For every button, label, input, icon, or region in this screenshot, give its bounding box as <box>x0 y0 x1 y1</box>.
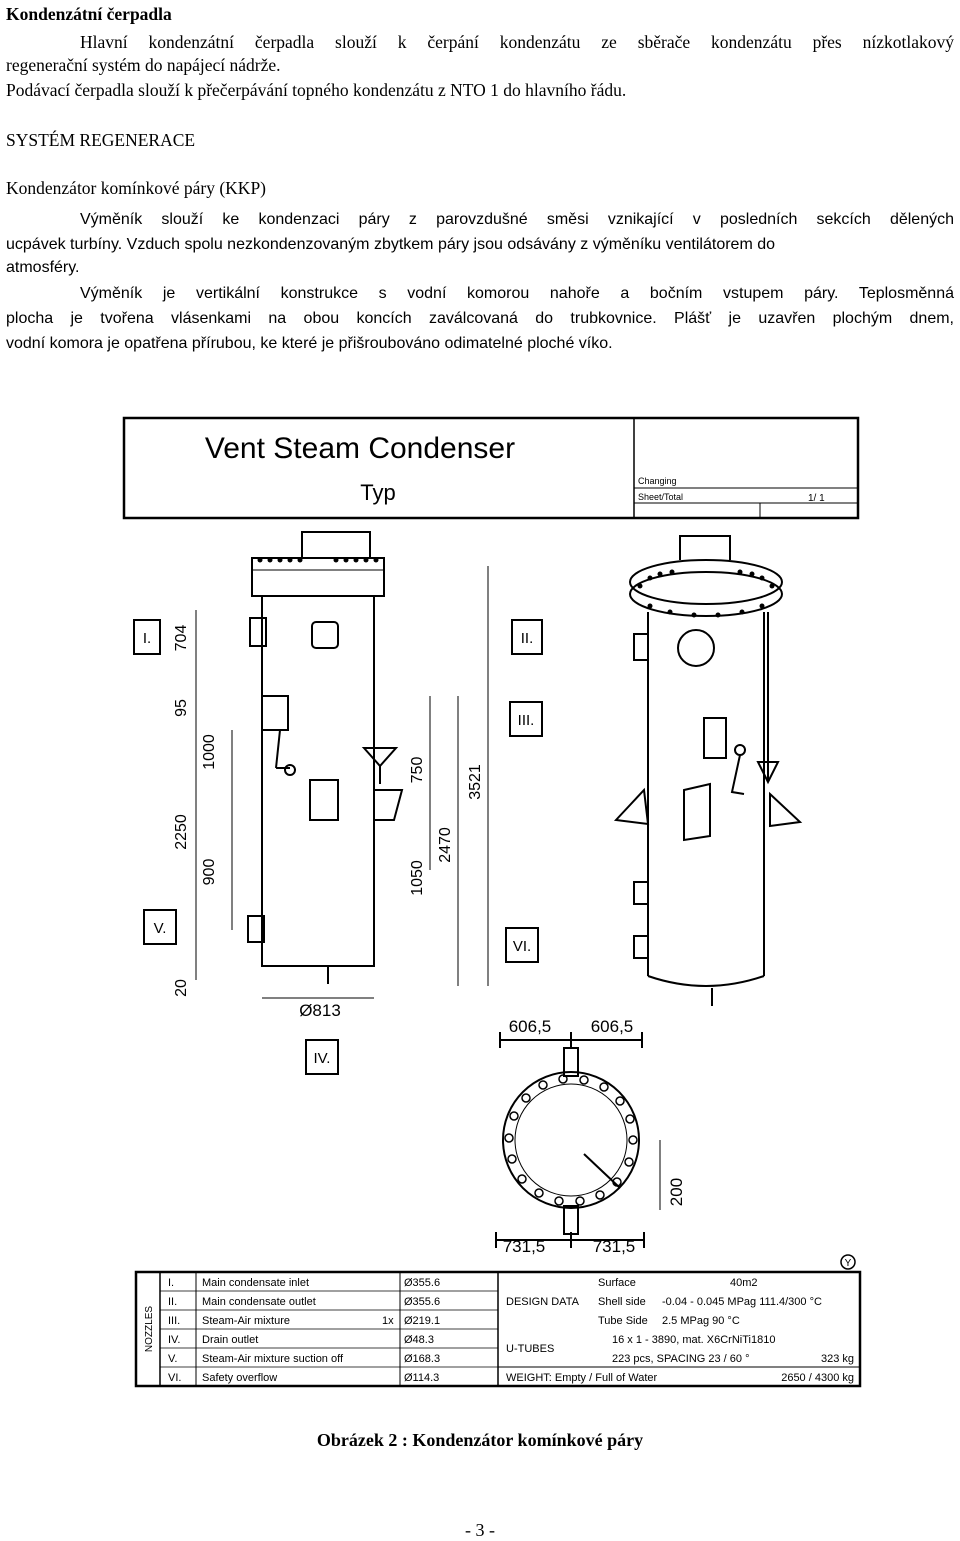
vent-steam-condenser-drawing: Vent Steam Condenser Typ Changing Sheet/… <box>122 416 862 1388</box>
u-tubes-weight: 323 kg <box>821 1353 854 1365</box>
subheading-kkp: Kondenzátor komínkové páry (KKP) <box>6 178 267 198</box>
dim-top-right: 606,5 <box>591 1017 634 1036</box>
nozzle-name: Steam-Air mixture <box>202 1315 290 1327</box>
dim-diameter: Ø813 <box>299 1001 341 1020</box>
dim-750: 750 <box>409 757 426 784</box>
marker-II: II. <box>521 630 534 647</box>
left-vessel-view <box>195 531 489 999</box>
right-vessel-view <box>613 535 803 1006</box>
paragraph-line: plocha je tvořena vlásenkami na obou kon… <box>6 310 954 327</box>
nozzle-name: Safety overflow <box>202 1372 277 1384</box>
shell-side-label: Shell side <box>598 1296 646 1308</box>
heading-system-regenerace: SYSTÉM REGENERACE <box>6 130 196 150</box>
nozzles-label: NOZZLES <box>144 1306 155 1352</box>
nozzle-id: V. <box>168 1353 177 1365</box>
dim-bottom-left: 731,5 <box>503 1237 546 1256</box>
nozzle-size: Ø168.3 <box>404 1353 440 1365</box>
nozzle-rows: I. Main condensate inlet Ø355.6 II. Main… <box>168 1277 440 1384</box>
marker-IV: IV. <box>314 1050 331 1067</box>
nozzle-size: Ø355.6 <box>404 1296 440 1308</box>
drawing-subtitle: Typ <box>360 480 395 505</box>
nozzle-qty: 1x <box>382 1315 394 1327</box>
nozzle-id: III. <box>168 1315 180 1327</box>
symbol-y: Y <box>845 1258 852 1269</box>
nozzle-size: Ø48.3 <box>404 1334 434 1346</box>
right-vessel-flange-bolts <box>637 569 775 618</box>
nozzle-id: II. <box>168 1296 177 1308</box>
dim-top-left: 606,5 <box>509 1017 552 1036</box>
dim-2250: 2250 <box>173 814 190 850</box>
dim-3521: 3521 <box>467 764 484 800</box>
drawing-title: Vent Steam Condenser <box>205 432 515 465</box>
marker-V: V. <box>154 920 167 937</box>
paragraph-line: regenerační systém do napájecí nádrže. <box>6 55 281 75</box>
flange-top-view <box>495 1032 661 1248</box>
nozzle-size: Ø219.1 <box>404 1315 440 1327</box>
nozzle-name: Main condensate inlet <box>202 1277 309 1289</box>
sheet-value: 1/ 1 <box>808 493 825 504</box>
marker-I: I. <box>143 630 151 647</box>
changing-label: Changing <box>638 476 677 486</box>
dim-1000: 1000 <box>201 734 218 770</box>
u-tubes-label: U-TUBES <box>506 1343 554 1355</box>
dim-20: 20 <box>173 979 190 997</box>
nozzle-id: I. <box>168 1277 174 1289</box>
dim-704: 704 <box>173 625 190 652</box>
tube-side-value: 2.5 MPag 90 °C <box>662 1315 740 1327</box>
u-tubes-value: 16 x 1 - 3890, mat. X6CrNiTi1810 <box>612 1334 775 1346</box>
sheet-label: Sheet/Total <box>638 492 683 502</box>
nozzle-id: VI. <box>168 1372 181 1384</box>
paragraph-line: atmosféry. <box>6 259 80 276</box>
dim-200: 200 <box>667 1178 686 1206</box>
dim-95: 95 <box>173 699 190 717</box>
paragraph-line: ucpávek turbíny. Vzduch spolu nezkondenz… <box>6 232 954 257</box>
paragraph: Podávací čerpadla slouží k přečerpávání … <box>6 80 627 100</box>
design-data: Surface 40m2 DESIGN DATA Shell side -0.0… <box>506 1277 854 1384</box>
nozzle-name: Main condensate outlet <box>202 1296 316 1308</box>
dim-900: 900 <box>201 859 218 886</box>
surface-value: 40m2 <box>730 1277 758 1289</box>
design-data-label: DESIGN DATA <box>506 1296 580 1308</box>
marker-VI: VI. <box>513 938 531 955</box>
nozzle-id: IV. <box>168 1334 180 1346</box>
surface-label: Surface <box>598 1277 636 1289</box>
dim-2470: 2470 <box>437 827 454 863</box>
nozzle-size: Ø114.3 <box>404 1372 439 1384</box>
nozzle-name: Steam-Air mixture suction off <box>202 1353 344 1365</box>
left-vessel-flange-bolts <box>257 557 379 563</box>
paragraph-line: Hlavní kondenzátní čerpadla slouží k čer… <box>80 32 954 52</box>
u-tubes-spacing: 223 pcs, SPACING 23 / 60 ° <box>612 1353 749 1365</box>
weight-value: 2650 / 4300 kg <box>781 1372 854 1384</box>
figure-caption: Obrázek 2 : Kondenzátor komínkové páry <box>316 1430 644 1450</box>
weight-label: WEIGHT: Empty / Full of Water <box>506 1372 658 1384</box>
flange-bolt-circle <box>504 1074 638 1206</box>
nozzle-size: Ø355.6 <box>404 1277 440 1289</box>
nozzle-spec-table <box>134 1254 862 1388</box>
paragraph-line: vodní komora je opatřena přírubou, ke kt… <box>6 335 613 352</box>
dim-bottom-right: 731,5 <box>593 1237 636 1256</box>
paragraph-line: Výměník je vertikální konstrukce s vodní… <box>80 285 954 302</box>
heading-kondenzatni-cerpadla: Kondenzátní čerpadla <box>6 4 172 24</box>
paragraph-fragment: ucpávek turbíny. <box>6 236 123 253</box>
paragraph-fragment: Vzduch spolu nezkondenzovaným zbytkem pá… <box>126 236 776 253</box>
nozzle-name: Drain outlet <box>202 1334 258 1346</box>
shell-side-value: -0.04 - 0.045 MPag 111.4/300 °C <box>662 1296 822 1308</box>
dim-1050: 1050 <box>409 860 426 896</box>
marker-III: III. <box>518 712 535 729</box>
page-number: - 3 - <box>465 1520 495 1540</box>
tube-side-label: Tube Side <box>598 1315 648 1327</box>
paragraph-line: Výměník slouží ke kondenzaci páry z paro… <box>80 211 954 228</box>
